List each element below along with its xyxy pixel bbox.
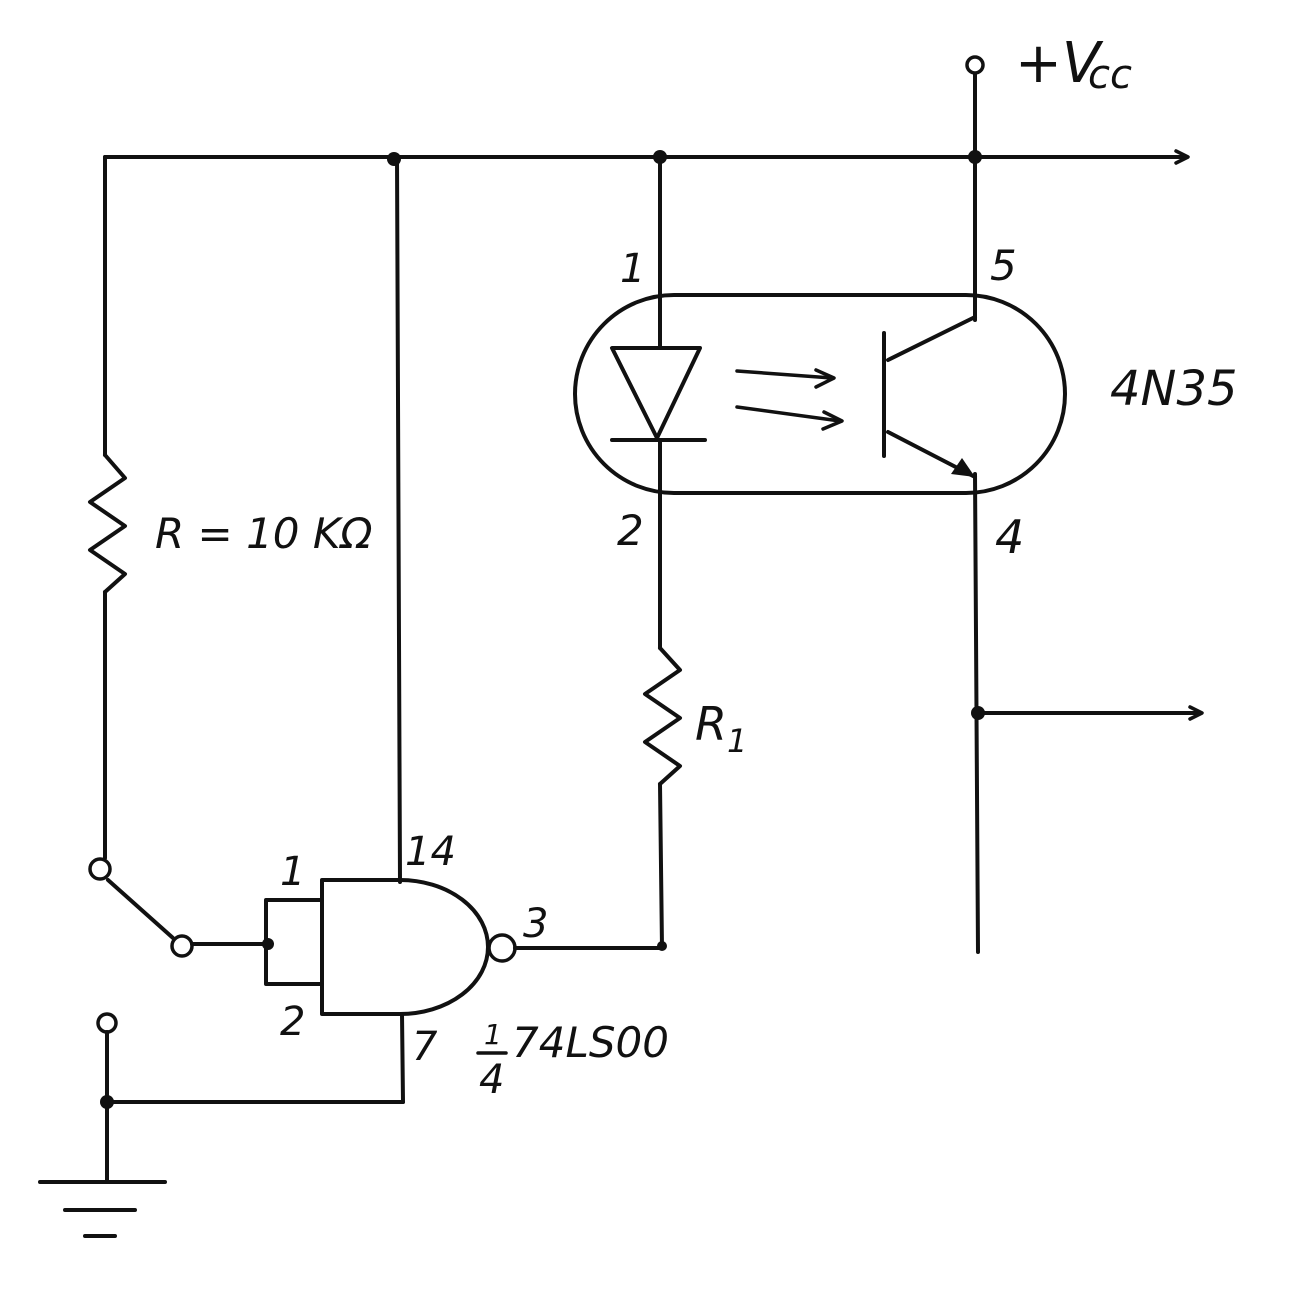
gate-ic-label: 1 4 74LS00 — [476, 1018, 669, 1103]
output-line — [976, 705, 1204, 721]
pin-opto-1: 1 — [620, 246, 645, 292]
resistor-r-label: R = 10 KΩ — [155, 509, 373, 558]
led-branch — [643, 155, 682, 950]
led-diode-icon — [610, 346, 707, 442]
switch-upper-contact — [88, 857, 112, 881]
pin-gate-2: 2 — [280, 999, 305, 1045]
optocoupler-package — [573, 293, 1067, 495]
pin-opto-4: 4 — [995, 510, 1024, 564]
vcc-label: +V — [1015, 31, 1104, 96]
gate-fraction-numerator: 1 — [484, 1018, 502, 1051]
resistor-r-zigzag — [88, 453, 127, 594]
pin-opto-2: 2 — [617, 506, 644, 555]
ground-icon — [38, 1012, 405, 1238]
switch-lever — [106, 878, 175, 940]
pin-gate-3: 3 — [523, 901, 548, 947]
light-arrows-icon — [735, 368, 844, 431]
resistor-r1-label: R — [695, 697, 727, 751]
gate-ic-part: 74LS00 — [512, 1018, 669, 1067]
pin-gate-1: 1 — [280, 849, 305, 895]
gate-vcc-wire — [395, 155, 402, 884]
pin-opto-5: 5 — [990, 241, 1017, 290]
pin-gate-14: 14 — [405, 829, 456, 875]
resistor-r1-zigzag — [643, 646, 682, 786]
nand-gate-icon — [264, 878, 664, 1016]
switch-common-contact — [170, 934, 194, 958]
nand-output-bubble — [487, 933, 517, 963]
optocoupler-label: 4N35 — [1110, 361, 1238, 417]
optocoupler-4n35 — [573, 155, 1067, 954]
vcc-subscript: cc — [1088, 52, 1132, 98]
vcc-rail — [103, 149, 1190, 165]
resistor-r1-subscript: 1 — [727, 722, 747, 760]
junction-dots — [100, 150, 985, 1109]
vcc-terminal — [965, 55, 985, 159]
pullup-branch — [88, 155, 127, 860]
pin-gate-7: 7 — [412, 1024, 438, 1070]
switch-lower-contact — [96, 1012, 118, 1034]
phototransistor-icon — [882, 315, 977, 479]
switch[interactable] — [88, 857, 272, 1034]
gate-fraction-denominator: 4 — [479, 1057, 504, 1103]
